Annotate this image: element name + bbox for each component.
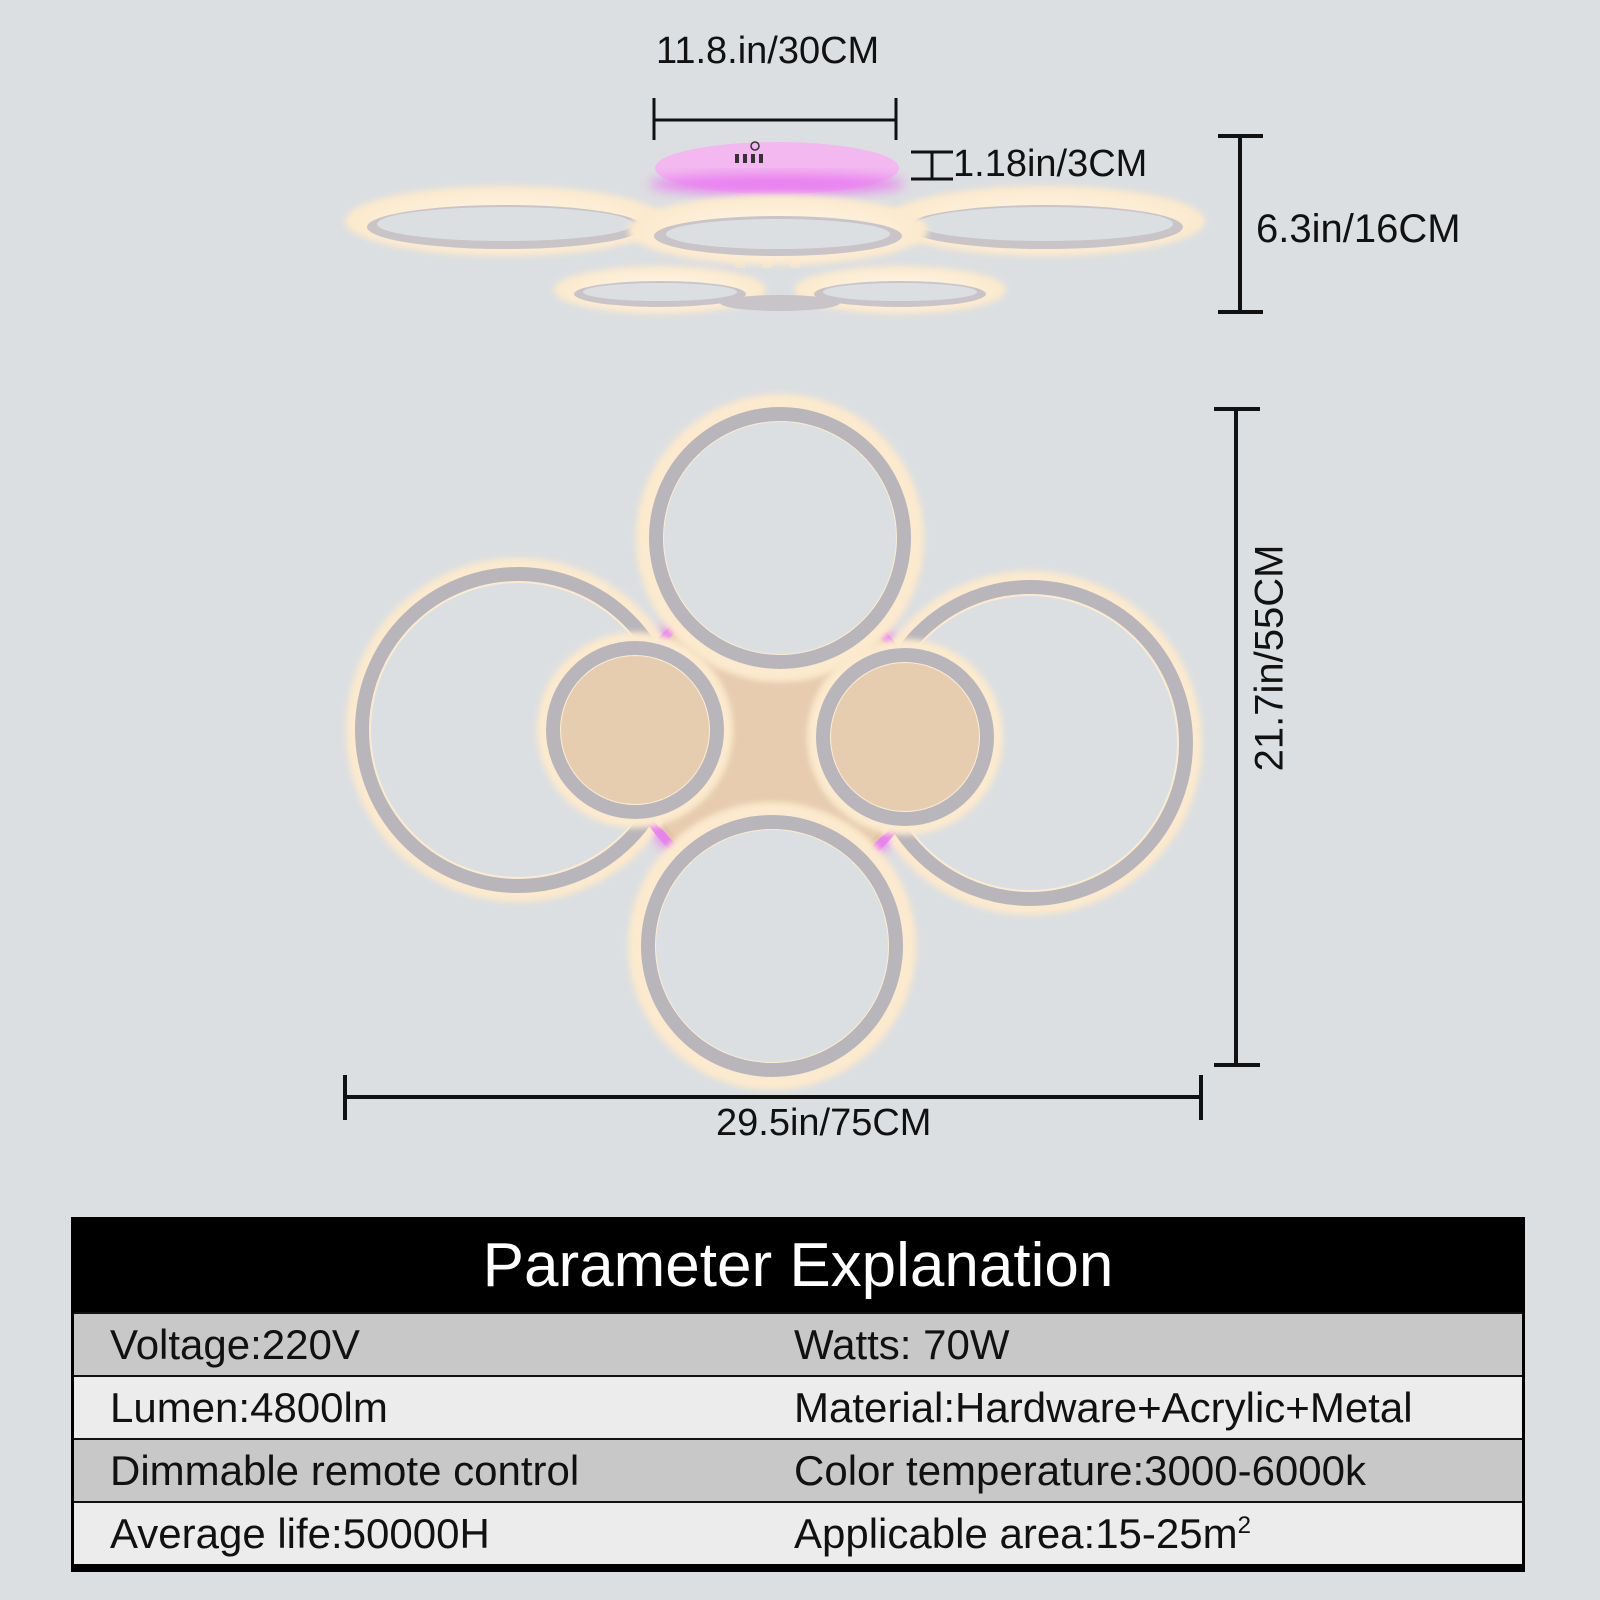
dim-line-side-height [1218,134,1263,314]
lumen-cell: Lumen:4800lm [110,1383,388,1431]
watts-cell: Watts: 70W [794,1320,1010,1368]
dim-line-base-height [911,150,953,181]
table-row: Voltage:220V Watts: 70W [74,1312,1522,1375]
dim-line-top-width [652,98,898,140]
color-temperature-cell: Color temperature:3000-6000k [794,1446,1367,1494]
applicable-area-cell: Applicable area:15-25m2 [794,1510,1251,1558]
dimmable-cell: Dimmable remote control [110,1446,580,1494]
table-row: Average life:50000H Applicable area:15-2… [74,1501,1522,1564]
dim-line-total-width [343,1075,1203,1120]
lamp-top-view [346,394,1202,1090]
applicable-area-text: Applicable area:15-25m [794,1509,1238,1557]
lamp-side-view [345,141,1205,314]
base-height-label: 1.18in/3CM [953,143,1148,185]
parameter-table: Parameter Explanation Voltage:220V Watts… [71,1217,1525,1572]
parameter-table-title: Parameter Explanation [74,1220,1522,1312]
applicable-area-unit-exponent: 2 [1237,1511,1251,1539]
dim-line-total-height [1214,407,1260,1067]
total-width-label: 29.5in/75CM [716,1102,932,1144]
table-row: Dimmable remote control Color temperatur… [74,1438,1522,1501]
table-row: Lumen:4800lm Material:Hardware+Acrylic+M… [74,1375,1522,1438]
material-cell: Material:Hardware+Acrylic+Metal [794,1383,1413,1431]
voltage-cell: Voltage:220V [110,1320,360,1368]
side-height-label: 6.3in/16CM [1256,207,1461,251]
total-height-label: 21.7in/55CM [1247,544,1292,772]
top-width-label: 11.8.in/30CM [656,30,880,72]
average-life-cell: Average life:50000H [110,1509,490,1557]
